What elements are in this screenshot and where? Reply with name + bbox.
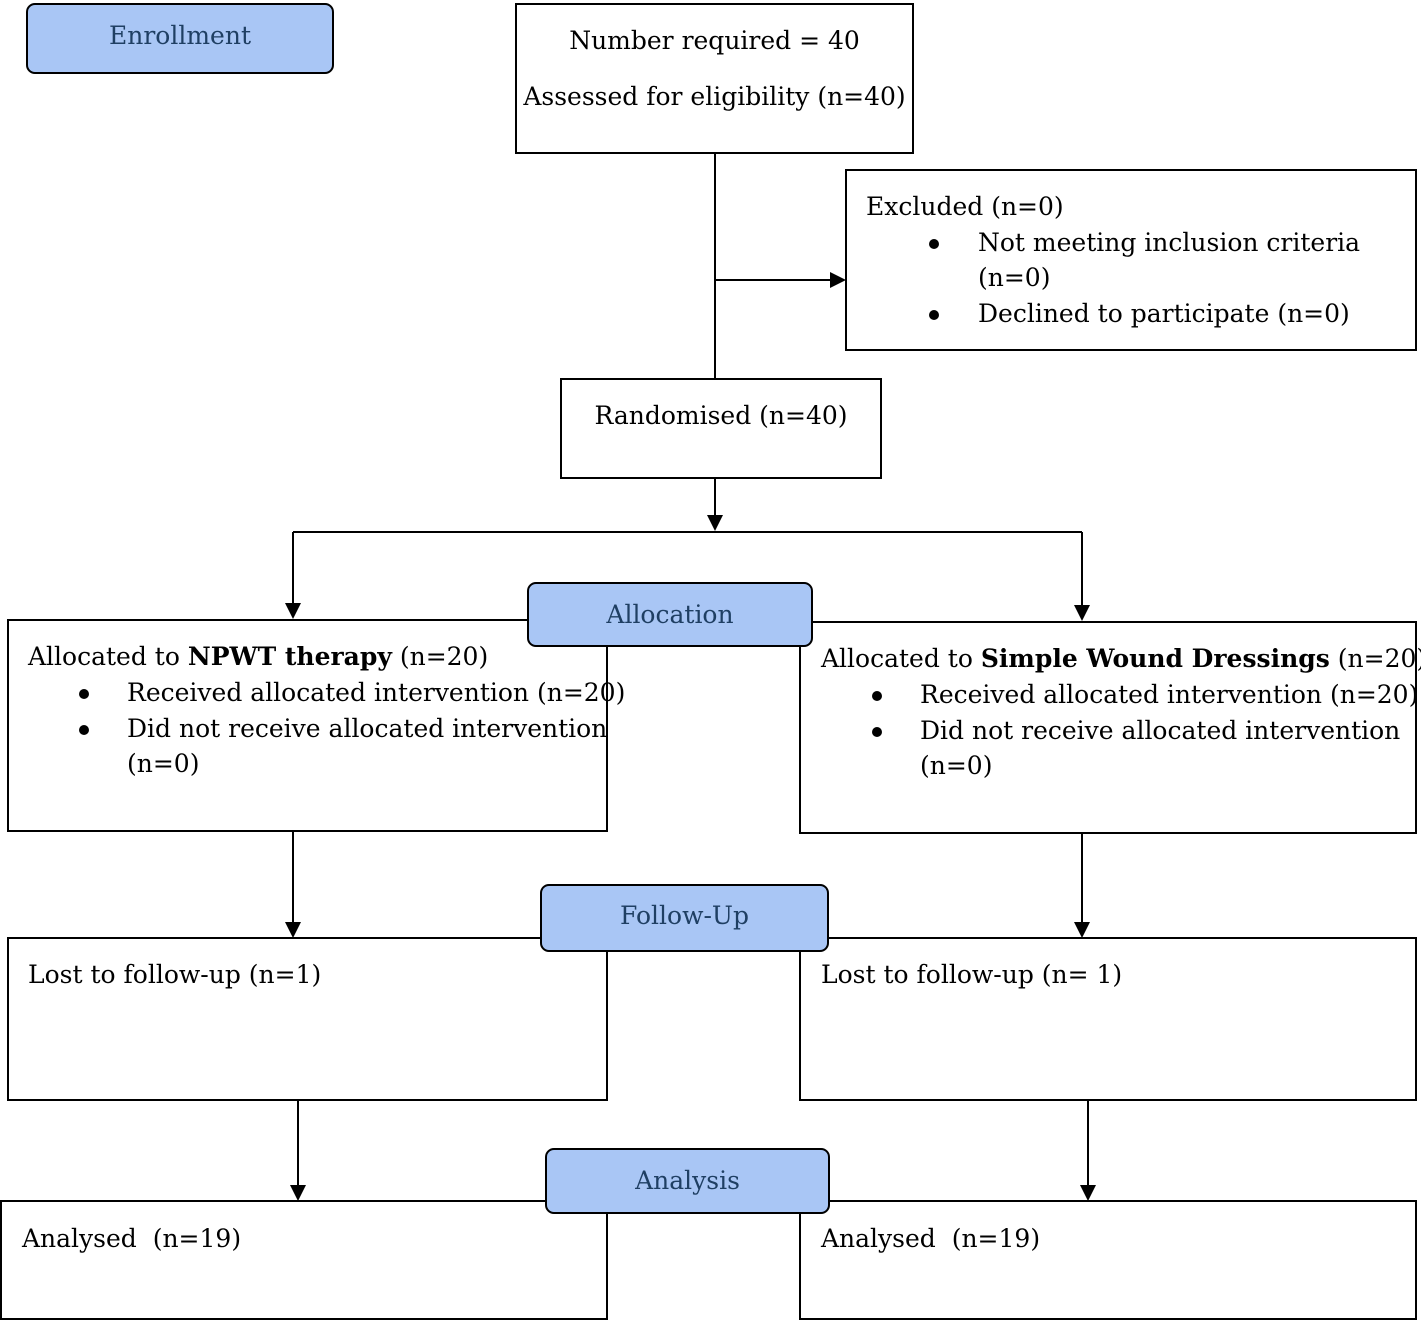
npwt-lost-to-followup: Lost to follow-up (n=1)	[28, 960, 322, 989]
stage-label-analysis-text: Analysis	[635, 1165, 740, 1195]
bullet-icon	[872, 727, 882, 737]
excluded-item-not-meeting-count: (n=0)	[978, 263, 1051, 292]
npwt-allocation-title: Allocated to NPWT therapy (n=20)	[28, 642, 488, 672]
bullet-icon	[872, 691, 882, 701]
npwt-analysed-text: Analysed (n=19)	[22, 1224, 242, 1253]
randomised-text: Randomised (n=40)	[594, 401, 848, 430]
npwt-allocation-box	[7, 619, 608, 832]
stage-label-allocation-text: Allocation	[606, 600, 734, 629]
npwt-not-received-count: (n=0)	[127, 749, 200, 778]
npwt-not-received-intervention: Did not receive allocated intervention	[127, 714, 608, 743]
swd-not-received-intervention: Did not receive allocated intervention	[920, 716, 1401, 745]
excluded-title: Excluded (n=0)	[866, 192, 1064, 221]
swd-lost-to-followup: Lost to follow-up (n= 1)	[821, 960, 1123, 989]
arrowhead-npwt-followup	[285, 922, 301, 938]
swd-not-received-count: (n=0)	[920, 751, 993, 780]
swd-allocation-title: Allocated to Simple Wound Dressings (n=2…	[821, 644, 1421, 674]
bullet-icon	[79, 689, 89, 699]
stage-label-analysis: Analysis	[545, 1148, 830, 1214]
npwt-allocation-count: (n=20)	[391, 642, 489, 671]
swd-allocation-box	[799, 621, 1417, 834]
swd-allocation-prefix: Allocated to	[821, 644, 981, 673]
bullet-icon	[929, 310, 939, 320]
stage-label-enrollment: Enrollment	[26, 3, 334, 74]
swd-group-name: Simple Wound Dressings	[980, 644, 1330, 673]
npwt-group-name: NPWT therapy	[187, 642, 392, 671]
arrowhead-npwt-allocation	[285, 603, 301, 619]
npwt-analysis-box	[0, 1200, 608, 1320]
number-required-text: Number required = 40	[569, 26, 860, 55]
arrowhead-npwt-analysis	[290, 1185, 306, 1201]
arrowhead-swd-allocation	[1074, 605, 1090, 621]
npwt-followup-box	[7, 937, 608, 1101]
excluded-item-not-meeting: Not meeting inclusion criteria	[978, 228, 1361, 257]
arrowhead-swd-followup	[1074, 922, 1090, 938]
stage-label-allocation: Allocation	[527, 582, 813, 647]
bullet-icon	[929, 239, 939, 249]
swd-received-intervention: Received allocated intervention (n=20)	[920, 680, 1419, 709]
arrowhead-split	[707, 515, 723, 531]
swd-analysis-box	[799, 1200, 1417, 1320]
bullet-icon	[79, 725, 89, 735]
excluded-box	[845, 169, 1417, 351]
assessed-eligibility-text: Assessed for eligibility (n=40)	[523, 82, 906, 111]
arrowhead-excluded	[830, 272, 846, 288]
swd-analysed-text: Analysed (n=19)	[821, 1224, 1041, 1253]
stage-label-follow-up-text: Follow-Up	[620, 900, 749, 930]
npwt-allocation-prefix: Allocated to	[28, 642, 188, 671]
swd-allocation-count: (n=20)	[1329, 644, 1421, 673]
excluded-item-declined: Declined to participate (n=0)	[978, 299, 1350, 328]
npwt-received-intervention: Received allocated intervention (n=20)	[127, 678, 626, 707]
swd-followup-box	[799, 937, 1417, 1101]
randomised-box	[560, 378, 882, 479]
enrollment-box	[515, 3, 914, 154]
stage-label-enrollment-text: Enrollment	[109, 20, 251, 50]
arrowhead-swd-analysis	[1080, 1185, 1096, 1201]
stage-label-follow-up: Follow-Up	[540, 884, 829, 952]
